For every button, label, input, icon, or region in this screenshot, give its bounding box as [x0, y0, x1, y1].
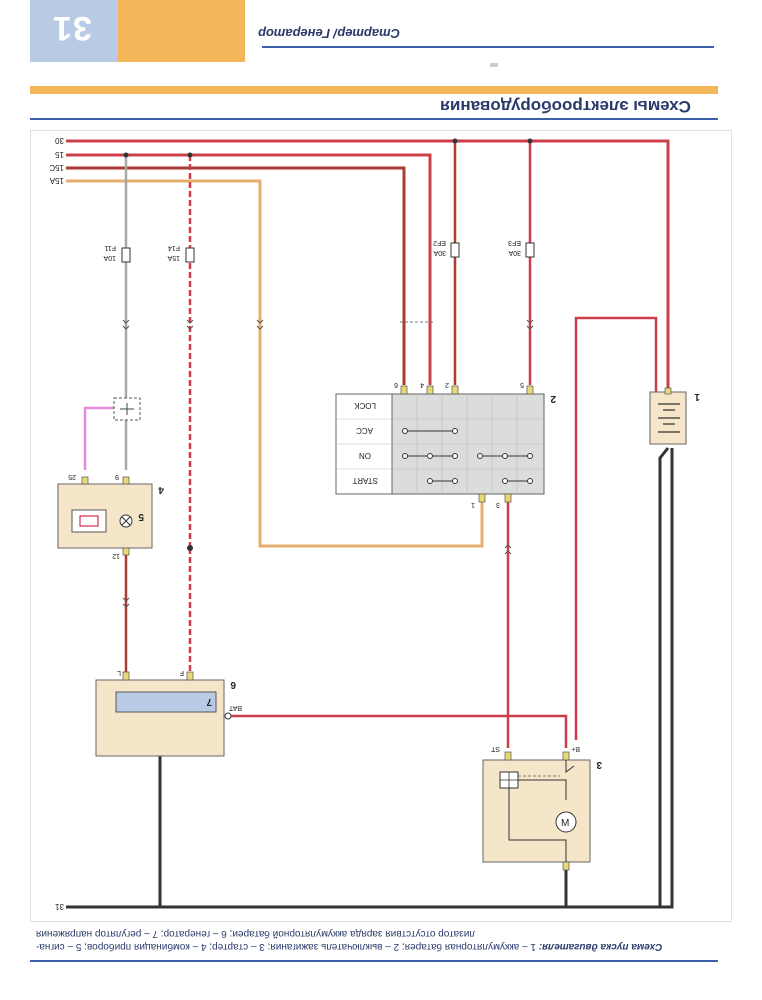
motor-icon — [555, 811, 577, 833]
fuse-f11: F11 10A — [103, 244, 131, 263]
junction-dot — [187, 152, 193, 158]
wire-label-15c: 15C — [49, 163, 64, 172]
wire-label-30: 30 — [55, 136, 64, 145]
component-number: 5 — [138, 511, 144, 522]
switch-position-lock: LOCK — [354, 401, 376, 410]
battery: 1 — [649, 387, 700, 445]
fuse-rating: 30A — [433, 249, 446, 256]
pin-label: 4 — [420, 381, 424, 388]
wire-15c — [66, 166, 406, 385]
fuse-rating: 15A — [167, 254, 180, 261]
footer-rule — [30, 960, 718, 962]
section-rule — [30, 118, 718, 120]
caption-bold: Схема пуска двигателя: — [538, 941, 663, 952]
switch-position-on: ON — [359, 451, 371, 460]
starter: M ST B+ 3 — [482, 745, 602, 871]
pin-label: 5 — [520, 381, 524, 388]
fuse-rating: 10A — [103, 254, 116, 261]
component-number: 4 — [158, 484, 164, 495]
caption-text-2: лизатор отсутствия заряда аккумуляторной… — [36, 928, 476, 939]
junction-dot — [527, 138, 533, 144]
wire-battery-plus — [574, 316, 658, 740]
voltage-regulator — [115, 691, 217, 713]
component-number: 7 — [206, 696, 212, 707]
section-accent-bar — [30, 86, 718, 94]
motor-label: M — [561, 818, 569, 829]
instrument-cluster: 25 9 12 4 5 — [57, 473, 164, 559]
junction-dot — [452, 138, 458, 144]
connector-mark — [122, 319, 130, 330]
fuse-f14: F14 15A — [167, 244, 195, 263]
wire-cluster-25 — [83, 406, 118, 470]
switch-position-acc: ACC — [356, 426, 373, 435]
fuse-ef3: EF3 30A — [508, 239, 535, 258]
fuse-label: F11 — [104, 244, 116, 251]
connector-mark — [256, 319, 264, 330]
header-rule — [262, 46, 714, 48]
switch-position-start: START — [352, 476, 378, 485]
pin-label: B+ — [571, 745, 580, 752]
pin-label: F — [180, 669, 184, 676]
connector-mark — [526, 319, 534, 330]
connector-mark — [186, 319, 194, 330]
pin-label: 6 — [394, 381, 398, 388]
pin-label: L — [117, 669, 121, 676]
wire-31 — [66, 448, 674, 909]
pin-label: 9 — [115, 473, 119, 480]
fuse-label: EF2 — [433, 239, 446, 246]
wire-label-31: 31 — [55, 902, 64, 911]
fuse-label: EF3 — [508, 239, 521, 246]
page-number-block — [30, 0, 118, 62]
pin-label: BAT — [228, 704, 242, 711]
diagram-frame — [30, 130, 732, 922]
generator: L F BAT 6 7 — [95, 669, 242, 757]
cluster-connector-block — [113, 397, 141, 421]
connector-mark — [504, 544, 512, 555]
pin-label: 25 — [68, 473, 76, 480]
wire-15 — [66, 153, 432, 385]
wire-30 — [66, 139, 670, 392]
battery-ground — [658, 447, 670, 907]
pin-label: 1 — [471, 501, 475, 508]
supply-bus — [66, 139, 670, 548]
pin-label: 12 — [112, 552, 120, 559]
fuse-ef2: EF2 30A — [433, 239, 460, 258]
header-mark — [490, 63, 498, 67]
caption-text-1: 1 – аккумуляторная батарея; 2 – выключат… — [36, 941, 536, 952]
pin-label: ST — [490, 745, 500, 752]
component-number: 2 — [550, 393, 556, 404]
component-number: 1 — [694, 391, 700, 402]
ignition-switch: LOCK ACC ON START 6 4 2 5 1 3 — [335, 381, 556, 508]
wire-15a — [66, 179, 484, 548]
pin-label: 2 — [445, 381, 449, 388]
component-number: 3 — [596, 759, 602, 770]
caption-line-1: Схема пуска двигателя: 1 – аккумуляторна… — [36, 940, 716, 953]
wire-label-15a: 15A — [49, 176, 64, 185]
wire-bat — [228, 714, 568, 748]
wire-label-15: 15 — [55, 150, 64, 159]
header-accent-block — [118, 0, 245, 62]
fuse-rating: 30A — [508, 249, 521, 256]
connector-mark — [122, 597, 130, 608]
junction-dot — [187, 545, 193, 551]
pin-label: 3 — [496, 501, 500, 508]
battery-warning-icon — [71, 509, 107, 533]
component-number: 6 — [230, 679, 236, 690]
fuse-label: F14 — [168, 244, 180, 251]
junction-dot — [123, 152, 129, 158]
caption-line-2: лизатор отсутствия заряда аккумуляторной… — [36, 927, 716, 940]
